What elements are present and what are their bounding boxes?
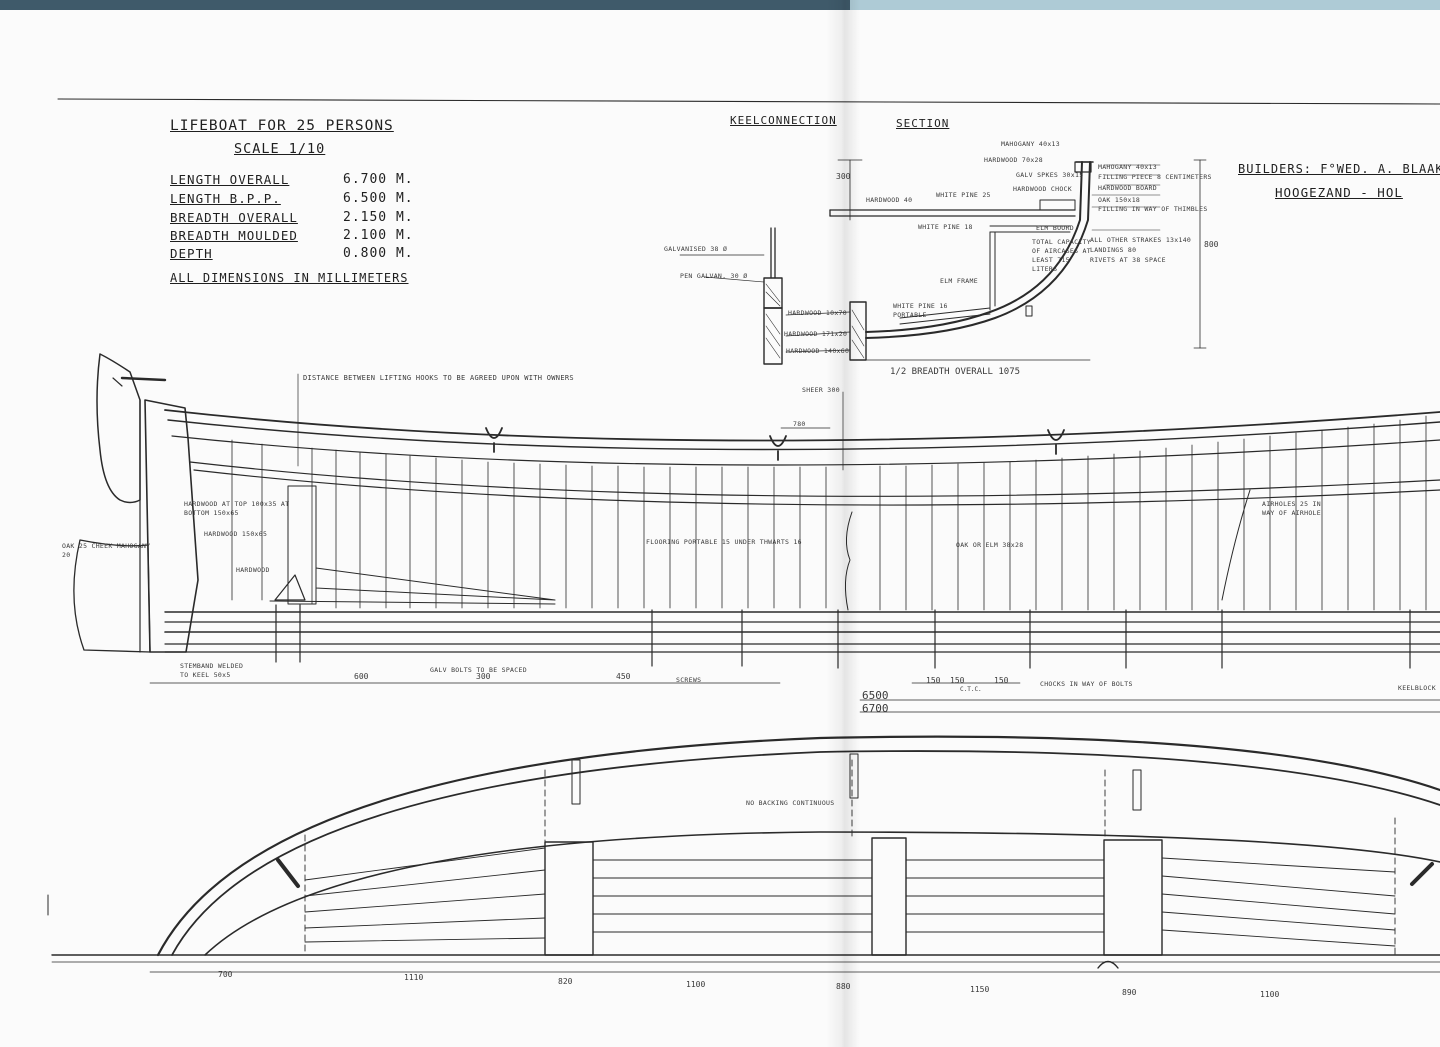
note-pen-galvan: PEN GALVAN. 30 Ø xyxy=(680,272,748,280)
note-lifting-hooks: DISTANCE BETWEEN LIFTING HOOKS TO BE AGR… xyxy=(303,374,574,382)
dim-half-breadth: 1/2 BREADTH OVERALL 1075 xyxy=(890,367,1021,377)
dim-plan-700: 700 xyxy=(218,970,233,979)
note-right-filling: FILLING PIECE 8 CENTIMETERS xyxy=(1098,173,1212,181)
side-profile xyxy=(73,353,1440,713)
dim-loa-6700: 6700 xyxy=(862,702,889,715)
dim-plan-1100-a: 1100 xyxy=(686,980,706,989)
border-line-top xyxy=(57,98,1440,105)
note-mahogany: MAHOGANY 40x13 xyxy=(1001,140,1060,148)
dim-ctc: C.T.C. xyxy=(960,686,982,693)
note-white-pine-16: WHITE PINE 16 PORTABLE xyxy=(893,302,948,319)
spec-value-length-overall: 6.700 M. xyxy=(343,172,414,187)
note-hardwood-top-bottom: HARDWOOD AT TOP 100x35 AT BOTTOM 150x65 xyxy=(184,500,290,517)
note-hardwood-chock: HARDWOOD CHOCK xyxy=(1013,185,1072,193)
page-fold xyxy=(826,0,860,1047)
dim-plan-1150: 1150 xyxy=(970,985,990,994)
keel-connection-detail xyxy=(679,159,867,365)
note-screws: SCREWS xyxy=(676,676,702,684)
dim-450: 450 xyxy=(616,672,631,681)
spec-value-length-bpp: 6.500 M. xyxy=(343,191,414,206)
note-hardwood: HARDWOOD xyxy=(236,566,270,574)
spec-label-breadth-moulded: BREADTH MOULDED xyxy=(170,228,298,243)
note-stem-band: STEMBAND WELDED TO KEEL 50x5 xyxy=(180,662,244,679)
note-sheer: SHEER 300 xyxy=(802,386,840,394)
note-elm-boord: ELM BOORD xyxy=(1036,224,1074,232)
note-keelblock: KEELBLOCK xyxy=(1398,684,1436,692)
note-galv-spikes: GALV SPKES 30x15 xyxy=(1016,171,1084,179)
dim-plan-1110: 1110 xyxy=(404,973,424,982)
note-total-capacity: TOTAL CAPACITY OF AIRCASES AT LEAST 715 … xyxy=(1032,238,1091,273)
note-keel-hardwood-low: HARDWOOD 140x60 xyxy=(786,347,850,355)
note-right-board: HARDWOOD BOARD xyxy=(1098,184,1157,192)
spec-value-depth: 0.800 M. xyxy=(343,246,414,261)
note-keel-hardwood-top: HARDWOOD 10x70 xyxy=(788,309,847,317)
builders-line-1: BUILDERS: F°WED. A. BLAAK xyxy=(1238,162,1440,176)
note-chocks: CHOCKS IN WAY OF BOLTS xyxy=(1040,680,1133,688)
dim-depth-800: 800 xyxy=(1204,240,1219,249)
binding-edge-right xyxy=(850,0,1440,10)
spec-label-length-bpp: LENGTH B.P.P. xyxy=(170,191,281,206)
dim-lbp-6500: 6500 xyxy=(862,689,889,702)
note-hardwood-top: HARDWOOD 70x28 xyxy=(984,156,1043,164)
dimensions-note: ALL DIMENSIONS IN MILLIMETERS xyxy=(170,271,409,285)
spec-label-depth: DEPTH xyxy=(170,246,213,261)
dim-600: 600 xyxy=(354,672,369,681)
binding-edge-left xyxy=(0,0,850,10)
note-right-oak: OAK 150x18 xyxy=(1098,196,1141,204)
note-elm-frame: ELM FRAME xyxy=(940,277,978,285)
note-keel-hardwood-mid: HARDWOOD 171x20 xyxy=(784,330,848,338)
dim-plan-890: 890 xyxy=(1122,988,1137,997)
dim-plan-1100-b: 1100 xyxy=(1260,990,1280,999)
dim-plan-880: 880 xyxy=(836,982,850,991)
note-right-mahogany: MAHOGANY 40x13 xyxy=(1098,163,1157,171)
note-backing: NO BACKING CONTINUOUS xyxy=(746,799,835,807)
note-white-pine-18: WHITE PINE 18 xyxy=(918,223,973,231)
note-spacing-780: 780 xyxy=(793,420,806,428)
note-right-landings: LANDINGS 80 xyxy=(1090,246,1137,254)
section-heading: SECTION xyxy=(896,117,950,130)
dim-150-b: 150 xyxy=(950,676,965,685)
dim-150-c: 150 xyxy=(994,676,1009,685)
note-right-filling-thimbles: FILLING IN WAY OF THIMBLES xyxy=(1098,205,1208,213)
dim-300: 300 xyxy=(476,672,491,681)
spec-value-breadth-overall: 2.150 M. xyxy=(343,210,414,225)
note-white-pine-25: WHITE PINE 25 xyxy=(936,191,991,199)
note-oak-mahogany: OAK 25 CHEEK MAHOGANY 20 xyxy=(62,542,151,559)
drawing-scale: SCALE 1/10 xyxy=(234,141,326,157)
dim-top-300: 300 xyxy=(836,172,850,181)
note-hardwood-150: HARDWOOD 150x65 xyxy=(204,530,268,538)
note-oak-elm: OAK OR ELM 38x28 xyxy=(956,541,1024,549)
midship-section xyxy=(829,159,1207,361)
note-hardwood-40: HARDWOOD 40 xyxy=(866,196,913,204)
drawing-title: LIFEBOAT FOR 25 PERSONS xyxy=(170,118,394,134)
note-right-strakes: ALL OTHER STRAKES 13x140 xyxy=(1090,236,1192,244)
note-right-rivets: RIVETS AT 38 SPACE xyxy=(1090,256,1166,264)
spec-label-breadth-overall: BREADTH OVERALL xyxy=(170,210,298,225)
spec-value-breadth-moulded: 2.100 M. xyxy=(343,228,414,243)
spec-label-length-overall: LENGTH OVERALL xyxy=(170,172,290,187)
dim-plan-820: 820 xyxy=(558,977,573,986)
plan-view xyxy=(47,735,1440,973)
note-airholes: AIRHOLES 25 IN WAY OF AIRHOLE xyxy=(1262,500,1321,517)
note-flooring: FLOORING PORTABLE 15 UNDER THWARTS 16 xyxy=(646,538,802,546)
note-galvanised: GALVANISED 38 Ø xyxy=(664,245,728,253)
note-galv-bolts: GALV BOLTS TO BE SPACED xyxy=(430,666,527,674)
dim-150-a: 150 xyxy=(926,676,941,685)
builders-line-2: HOOGEZAND - HOL xyxy=(1275,185,1403,200)
keelconnection-heading: KEELCONNECTION xyxy=(730,114,837,127)
